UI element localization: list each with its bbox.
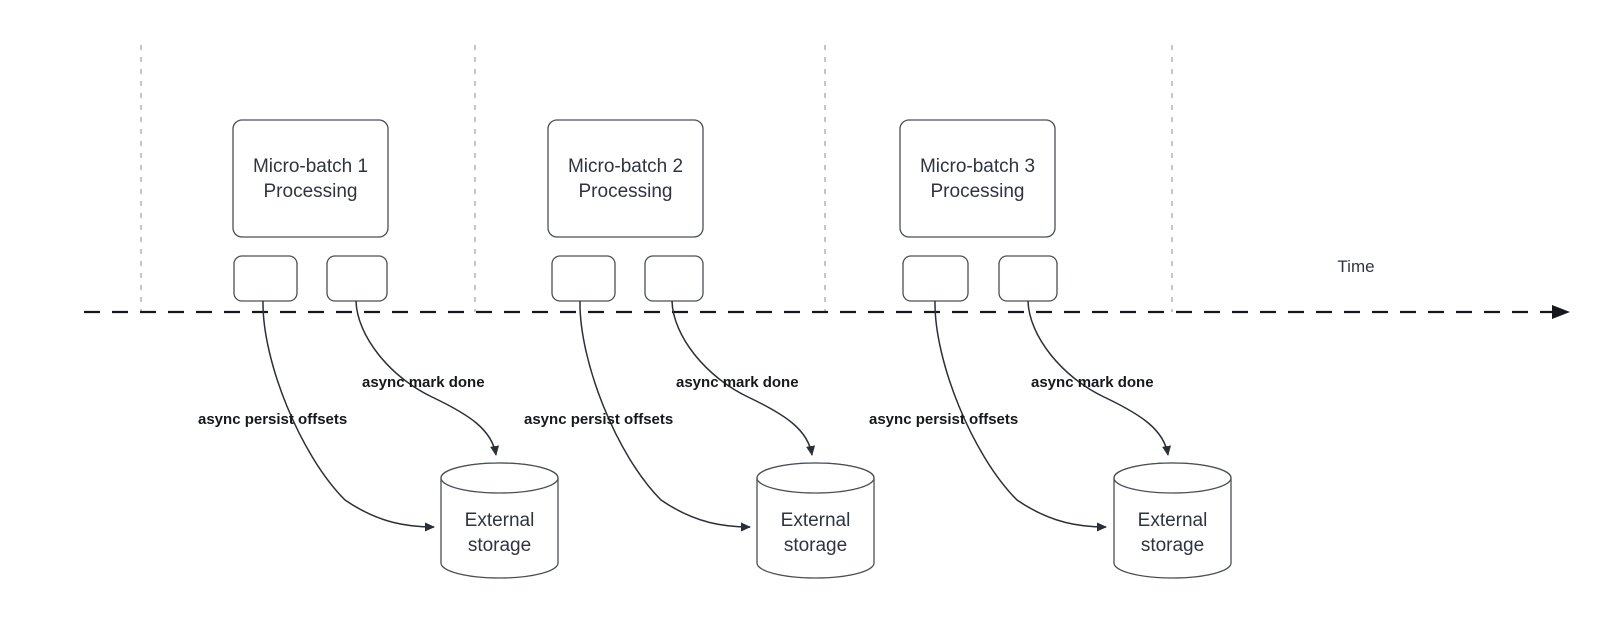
micro-batch-process-box-label-line2: Processing — [579, 181, 673, 202]
persist-offsets-task-box[interactable] — [551, 255, 616, 302]
mark-done-task-box[interactable] — [998, 255, 1058, 302]
async-mark-done-edge-label: async mark done — [1031, 374, 1154, 391]
micro-batch-process-box[interactable] — [547, 119, 704, 238]
external-storage-label-line2: storage — [468, 535, 531, 556]
mark-done-task-box[interactable] — [644, 255, 704, 302]
async-mark-done-edge — [355, 300, 500, 456]
async-mark-done-edge — [671, 300, 816, 456]
async-persist-offsets-edge-label: async persist offsets — [198, 411, 347, 428]
async-mark-done-edge-label: async mark done — [676, 374, 799, 391]
time-axis-label: Time — [1337, 257, 1374, 276]
async-persist-offsets-edge — [262, 300, 435, 532]
persist-offsets-task-box[interactable] — [233, 255, 298, 302]
time-axis-label-group: Time — [1337, 257, 1374, 276]
micro-batch-process-box-label-line1: Micro-batch 1 — [253, 156, 368, 177]
micro-batch-process-box[interactable] — [899, 119, 1056, 238]
external-storage-label-line2: storage — [784, 535, 847, 556]
external-storage-label-line2: storage — [1141, 535, 1204, 556]
external-storage-cylinder-lid — [756, 462, 875, 494]
micro-batch-process-box-label-line1: Micro-batch 3 — [920, 156, 1035, 177]
external-storage-label-line1: External — [781, 510, 851, 531]
external-storage-label-line1: External — [465, 510, 535, 531]
time-axis-arrowhead-icon — [1552, 305, 1570, 319]
external-storage-cylinder-lid — [440, 462, 559, 494]
async-persist-offsets-edge — [579, 300, 751, 532]
async-persist-offsets-edge — [934, 300, 1107, 532]
async-persist-offsets-edge-label: async persist offsets — [524, 411, 673, 428]
external-storage-cylinder-lid — [1113, 462, 1232, 494]
batch-boundary-lines — [140, 45, 1173, 312]
micro-batch-process-box-label-line2: Processing — [931, 181, 1025, 202]
async-mark-done-edge-label: async mark done — [362, 374, 485, 391]
micro-batch-process-box[interactable] — [232, 119, 389, 238]
external-storage-label-line1: External — [1138, 510, 1208, 531]
time-axis — [84, 305, 1570, 319]
micro-batch-process-box-label-line1: Micro-batch 2 — [568, 156, 683, 177]
persist-offsets-task-box[interactable] — [902, 255, 969, 302]
async-persist-offsets-edge-label: async persist offsets — [869, 411, 1018, 428]
mark-done-task-box[interactable] — [326, 255, 388, 302]
async-mark-done-edge — [1027, 300, 1172, 456]
micro-batch-process-box-label-line2: Processing — [264, 181, 358, 202]
